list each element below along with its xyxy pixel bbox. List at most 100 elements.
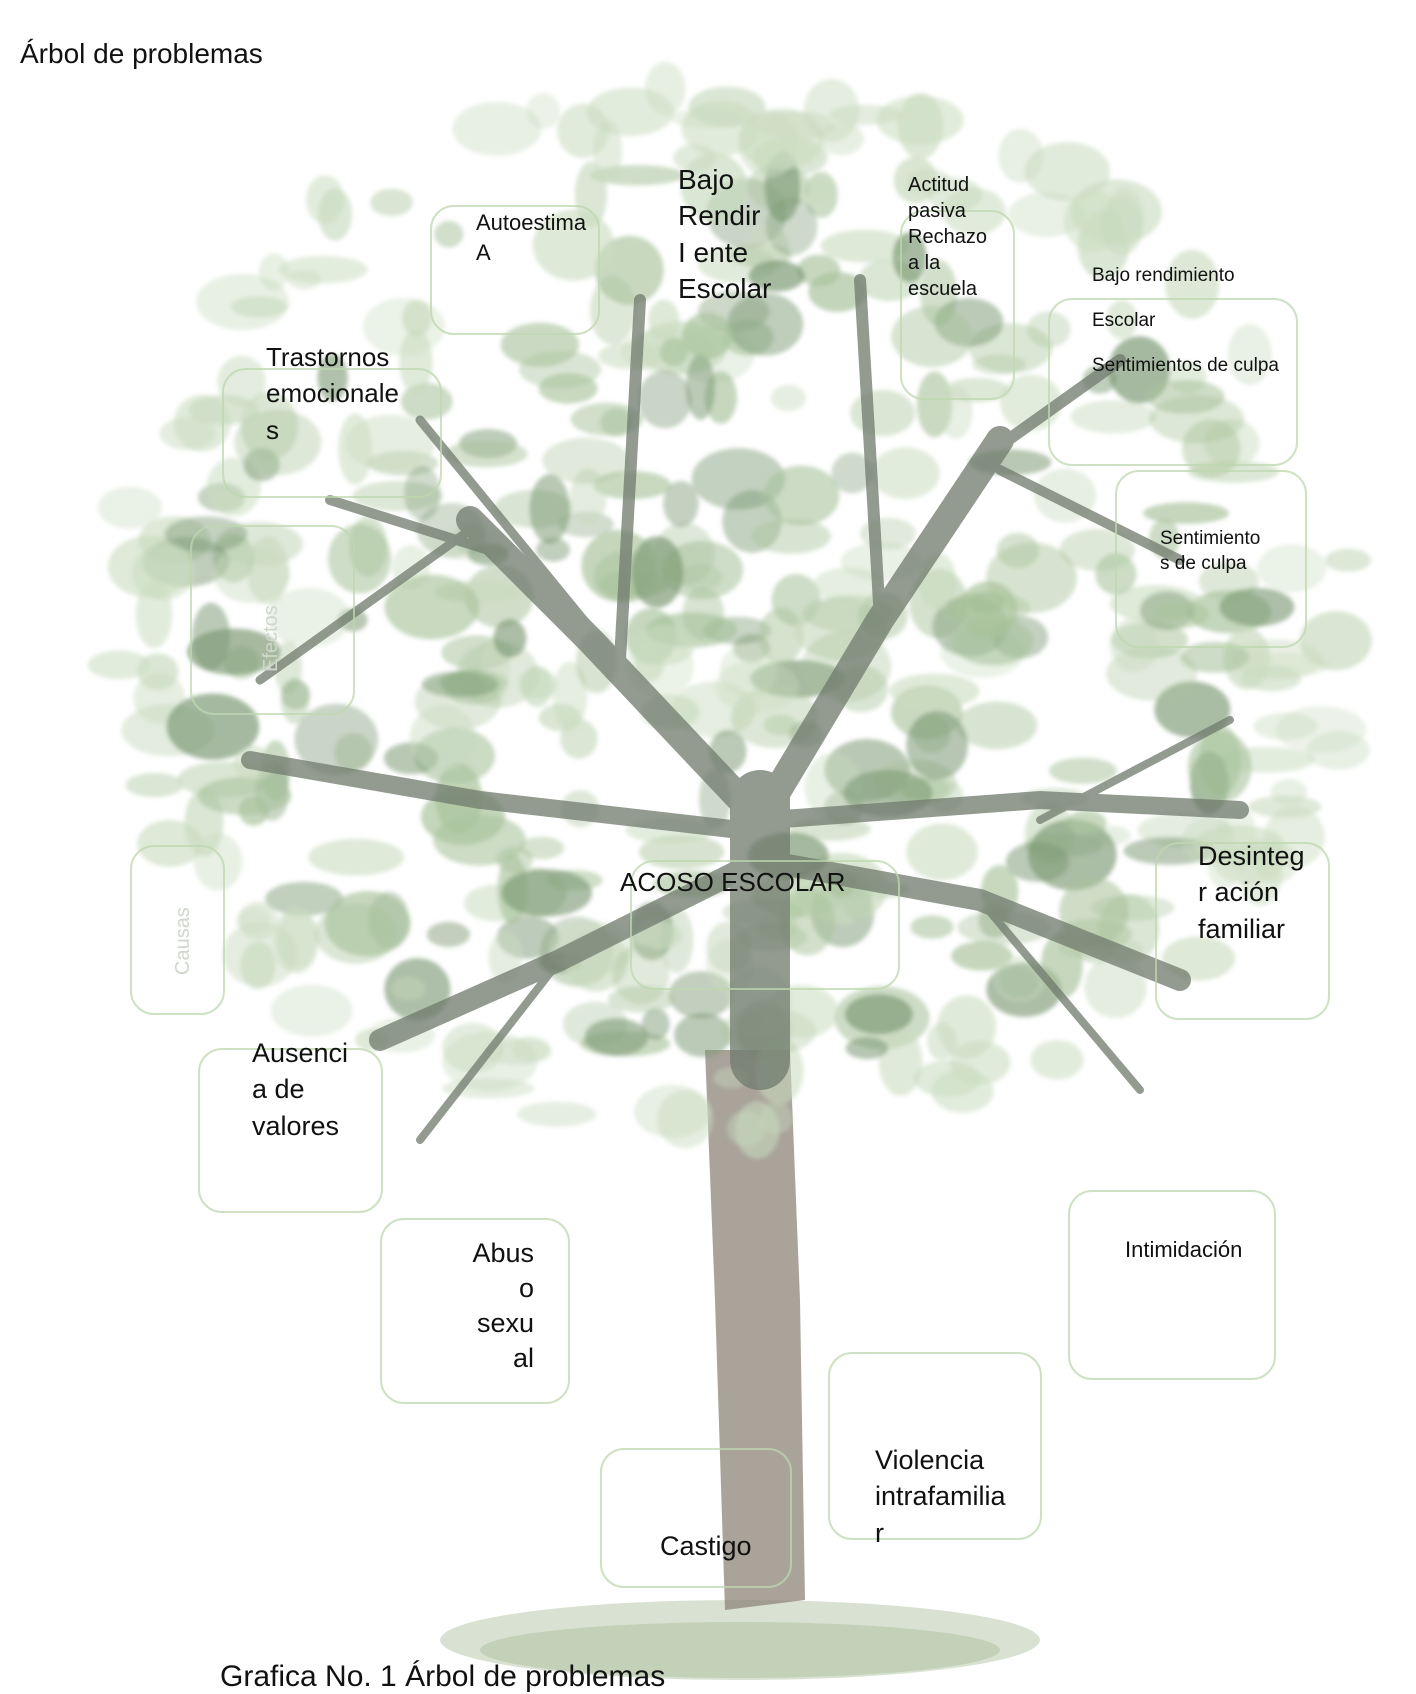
label-ausencia: Ausenci a de valores	[252, 1038, 349, 1141]
foliage-blob	[391, 977, 426, 1001]
foliage-blob	[659, 338, 689, 367]
foliage-blob	[760, 1102, 793, 1134]
foliage-blob	[501, 869, 593, 917]
foliage-blob	[280, 677, 310, 725]
foliage-blob	[1066, 810, 1107, 835]
foliage-blob	[986, 542, 1077, 614]
foliage-blob	[1219, 587, 1295, 627]
foliage-blob	[569, 469, 607, 526]
foliage-blob	[1143, 502, 1229, 524]
frame-bajo-rendimiento-2	[1048, 298, 1298, 466]
label-violencia: Violencia intrafamilia r	[875, 1445, 1006, 1548]
foliage-blob	[87, 650, 151, 680]
foliage-blob	[956, 701, 1038, 750]
foliage-blob	[719, 643, 778, 698]
foliage-blob	[1151, 599, 1209, 629]
foliage-blob	[641, 1008, 670, 1040]
foliage-blob	[727, 292, 804, 356]
frame-desintegracion	[1155, 842, 1330, 1020]
foliage-blob	[234, 409, 322, 476]
foliage-blob	[998, 128, 1044, 183]
frame-causas	[130, 845, 225, 1015]
foliage-blob	[452, 101, 542, 156]
foliage-blob	[951, 941, 1013, 971]
foliage-blob	[1194, 825, 1284, 864]
foliage-blob	[240, 941, 276, 989]
frame-autoestima	[430, 205, 600, 335]
canopy	[87, 61, 1373, 1159]
foliage-blob	[845, 994, 913, 1035]
foliage-blob	[937, 995, 997, 1059]
foliage-blob	[278, 255, 368, 284]
foliage-blob	[1024, 142, 1111, 201]
foliage-blob	[686, 353, 715, 420]
foliage-blob	[586, 87, 675, 137]
causes-vertical-label: Causas	[172, 907, 194, 975]
foliage-blob	[763, 465, 840, 526]
foliage-blob	[1256, 544, 1327, 593]
foliage-blob	[1146, 380, 1225, 414]
foliage-blob	[107, 535, 193, 598]
foliage-blob	[804, 753, 862, 821]
label-castigo: Castigo	[660, 1531, 752, 1561]
foliage-blob	[589, 276, 636, 345]
foliage-blob	[1070, 400, 1157, 434]
label-sentimiento-2: Sentimiento s de culpa	[1160, 528, 1261, 574]
foliage-blob	[97, 486, 162, 529]
foliage-blob	[137, 653, 179, 691]
foliage-blob	[552, 661, 588, 730]
foliage-blob	[294, 703, 379, 776]
foliage-blob	[1227, 323, 1272, 386]
foliage-blob	[384, 574, 480, 640]
foliage-blob	[1049, 757, 1117, 784]
foliage-blob	[876, 95, 964, 145]
branches	[241, 274, 1249, 1144]
frame-sentimiento	[1115, 470, 1307, 648]
frame-violencia	[828, 1352, 1042, 1540]
foliage-blob	[493, 619, 527, 658]
foliage-blob	[657, 1090, 714, 1149]
foliage-blob	[1275, 706, 1367, 753]
foliage-blob	[535, 537, 571, 562]
label-actitud: Actitud pasiva Rechazo a la escuela	[908, 174, 987, 300]
foliage-blob	[272, 906, 320, 975]
foliage-blob	[751, 518, 831, 554]
label-bajo-rendimiento-2: Bajo rendimiento	[1092, 265, 1235, 286]
foliage-blob	[125, 772, 184, 798]
foliage-blob	[270, 984, 353, 1037]
foliage-blob	[187, 628, 281, 675]
foliage-blob	[1187, 730, 1252, 803]
foliage-blob	[629, 625, 696, 666]
foliage-blob	[850, 390, 916, 437]
foliage-blob	[906, 711, 968, 780]
frame-acoso	[630, 860, 900, 990]
foliage-blob	[345, 414, 436, 472]
foliage-blob	[1180, 641, 1250, 673]
foliage-blob	[442, 1023, 505, 1073]
foliage-blob	[324, 891, 411, 957]
foliage-blob	[238, 796, 269, 826]
foliage-blob	[213, 546, 291, 603]
foliage-blob	[1106, 300, 1138, 340]
foliage-blob	[1005, 842, 1070, 882]
frame-efectos	[190, 525, 355, 715]
foliage-blob	[993, 954, 1046, 1002]
foliage-blob	[538, 373, 598, 404]
foliage-blob	[674, 1013, 732, 1058]
page-title: Árbol de problemas	[20, 38, 263, 69]
foliage-blob	[317, 354, 348, 402]
foliage-blob	[831, 452, 873, 494]
foliage-blob	[570, 402, 644, 436]
foliage-blob	[197, 777, 292, 815]
foliage-blob	[370, 188, 413, 217]
foliage-blob	[1008, 192, 1086, 238]
foliage-blob	[813, 567, 884, 602]
frame-intimidacion	[1068, 1190, 1276, 1380]
foliage-blob	[306, 175, 344, 224]
foliage-blob	[871, 447, 940, 500]
label-escolar: Escolar	[1092, 310, 1156, 331]
label-bajo-rendimiento: Bajo Rendir I ente Escolar	[678, 164, 772, 305]
frame-ausencia	[198, 1048, 383, 1213]
label-sentimientos-culpa: Sentimientos de culpa	[1092, 355, 1279, 376]
